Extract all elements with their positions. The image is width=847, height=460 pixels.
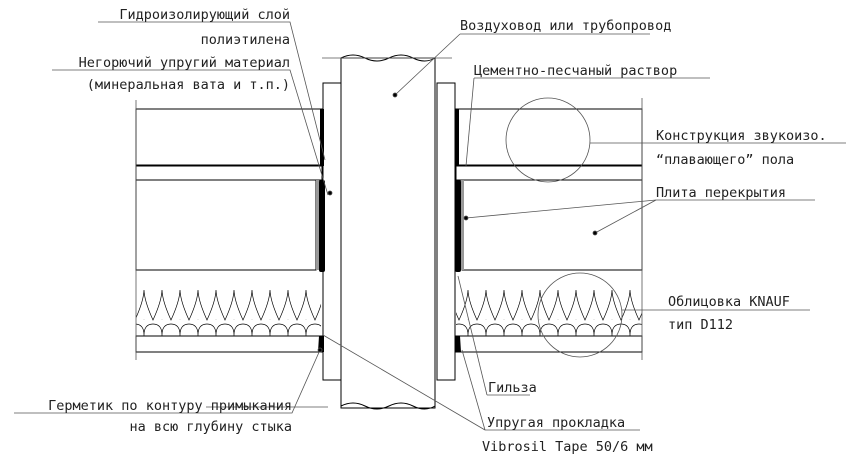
- leader-lines: [14, 21, 846, 431]
- label-noncombustible: Негорючий упругий материал: [79, 55, 290, 71]
- left-wool: [136, 290, 321, 336]
- floating-floor-detail-circle: [505, 97, 591, 183]
- left-gasket-gray: [316, 180, 319, 270]
- label-noncombustible-2: (минеральная вата и т.п.): [87, 77, 290, 93]
- pipe: [206, 54, 452, 410]
- right-sleeve: [436, 82, 456, 381]
- right-floor-assembly: [455, 98, 643, 360]
- label-gasket-2: Vibrosil Tape 50/6 мм: [482, 439, 653, 455]
- label-sealant-2: на всю глубину стыка: [129, 419, 292, 435]
- left-resilient-layer: [135, 165, 323, 181]
- right-gasket-gray: [461, 180, 464, 270]
- left-gasket: [319, 180, 325, 272]
- label-knauf-2: тип D112: [668, 317, 733, 333]
- label-waterproof-layer: Гидроизолирующий слой: [119, 7, 290, 23]
- right-wool: [456, 290, 642, 336]
- left-ceiling-board: [135, 335, 323, 353]
- left-floor-assembly: [135, 100, 323, 360]
- right-waterproof-film: [455, 109, 459, 166]
- label-mortar: Цементно-песчаный раствор: [474, 63, 677, 79]
- label-slab: Плита перекрытия: [656, 185, 786, 201]
- label-floating-floor: Конструкция звукоизо.: [656, 128, 827, 144]
- label-knauf: Облицовка KNAUF: [668, 294, 790, 310]
- label-sleeve: Гильза: [488, 380, 537, 396]
- knauf-detail-circle: [537, 272, 623, 358]
- right-gasket: [455, 180, 461, 272]
- right-screed: [455, 108, 643, 166]
- label-gasket: Упругая прокладка: [487, 415, 625, 431]
- left-waterproof-film: [320, 109, 324, 166]
- label-duct: Воздуховод или трубопровод: [460, 18, 671, 34]
- right-sealant: [456, 336, 461, 352]
- right-slab: [461, 179, 643, 271]
- left-slab: [135, 179, 317, 271]
- label-sealant: Герметик по контуру примыкания: [48, 398, 292, 414]
- label-waterproof-layer-2: полиэтилена: [201, 32, 290, 48]
- label-floating-floor-2: “плавающего” пола: [656, 152, 794, 168]
- left-screed: [135, 108, 323, 166]
- right-resilient-layer: [455, 165, 643, 181]
- right-ceiling-board: [455, 335, 643, 353]
- left-sleeve: [322, 82, 342, 381]
